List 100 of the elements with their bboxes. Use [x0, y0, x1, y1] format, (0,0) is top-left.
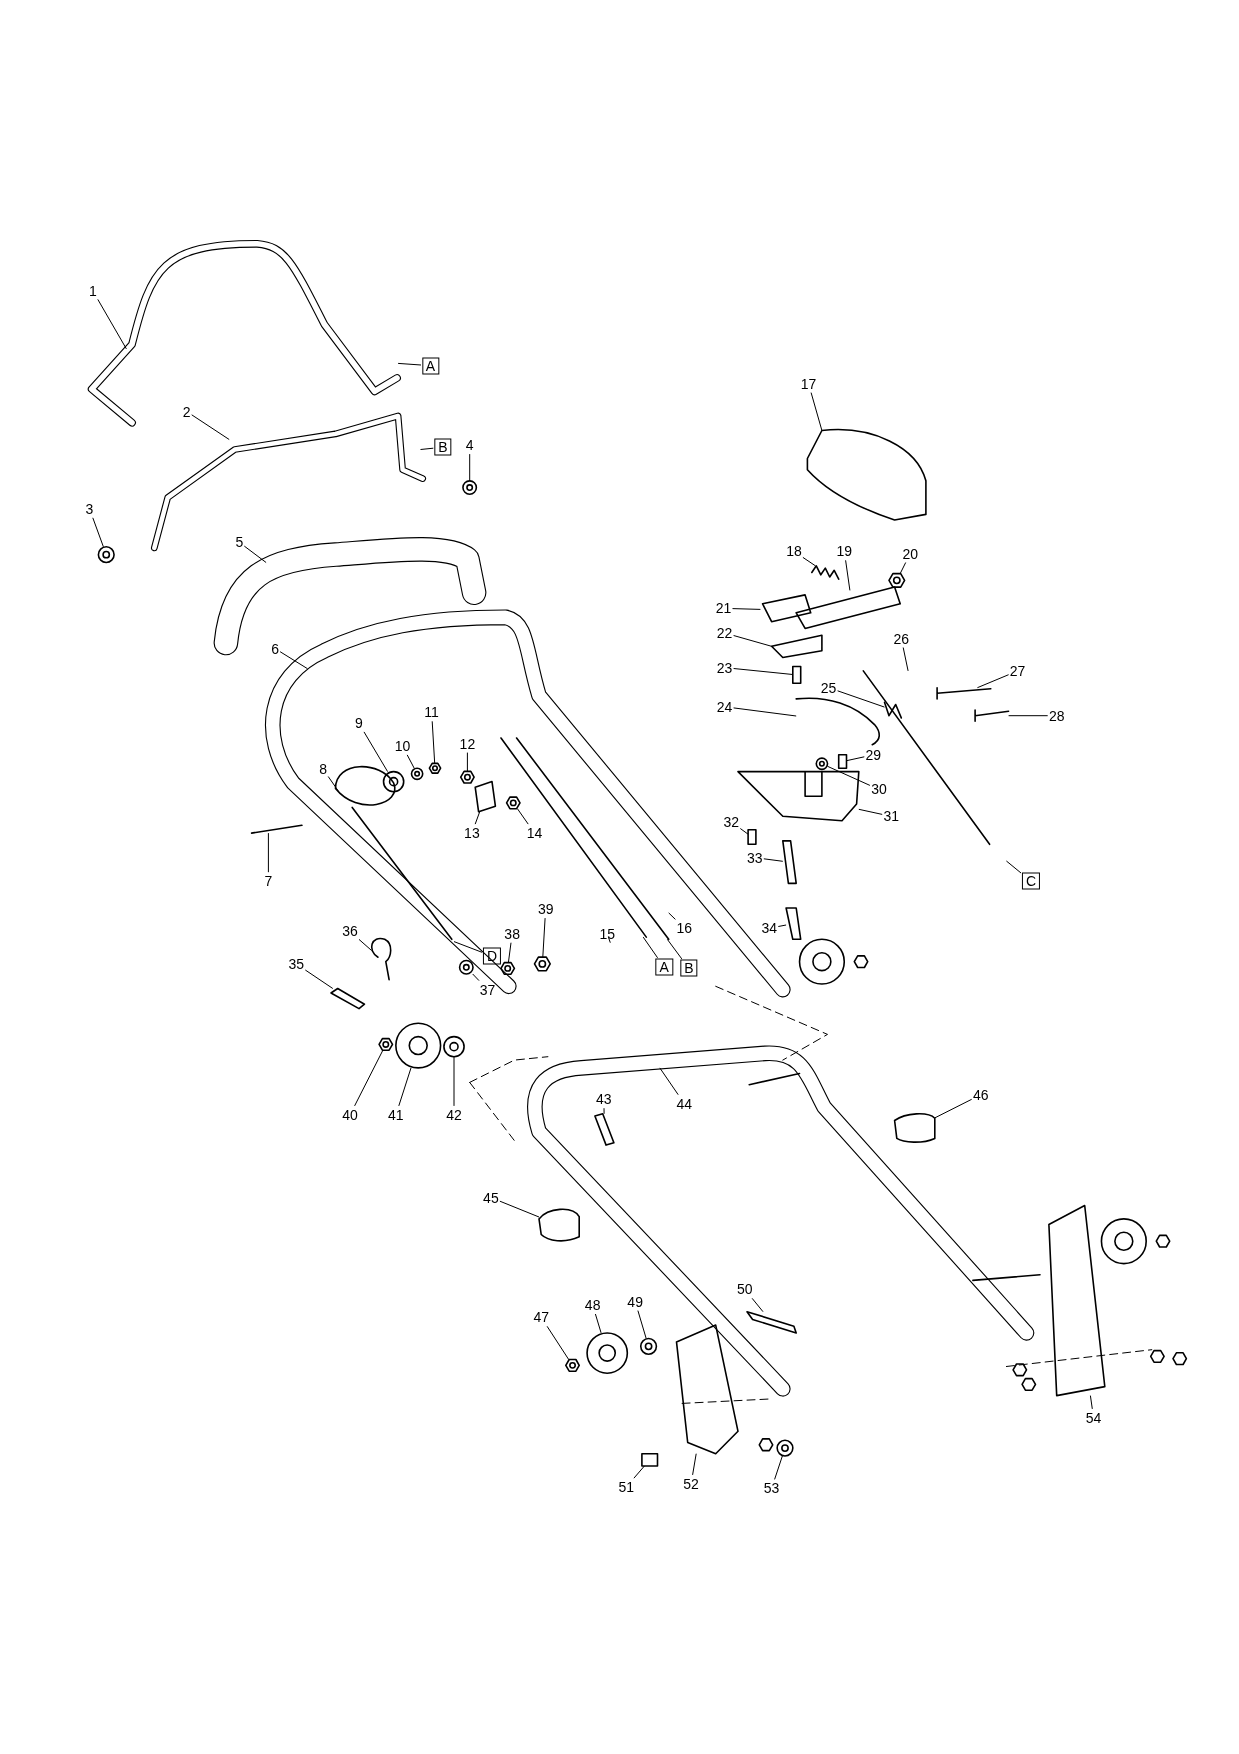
callout-number: 36	[342, 923, 358, 940]
callout-number: 24	[716, 698, 733, 715]
leader-line	[474, 811, 481, 825]
leader-line	[732, 608, 761, 610]
callout-number: 40	[342, 1106, 358, 1123]
nut	[500, 961, 516, 975]
leader-line	[97, 298, 127, 350]
callout-number: 5	[235, 534, 244, 551]
callout-number: 21	[715, 600, 732, 617]
leader-line	[406, 754, 415, 769]
nut	[378, 1037, 394, 1051]
leader-line	[633, 1465, 645, 1479]
leader-line	[739, 828, 749, 835]
callout-number: 47	[533, 1309, 549, 1326]
leader-line	[802, 556, 816, 567]
leader-line	[420, 447, 434, 450]
callout-number: 1	[88, 282, 97, 299]
leader-line	[466, 752, 468, 772]
callout-number: 44	[676, 1095, 693, 1112]
nut	[428, 762, 442, 774]
leader-line	[603, 1107, 605, 1115]
leader-line	[267, 832, 269, 873]
callout-number: 6	[271, 640, 279, 657]
leader-line	[472, 973, 480, 982]
callout-number: 54	[1085, 1409, 1102, 1426]
nut	[565, 1358, 580, 1372]
leader-line	[354, 1049, 384, 1107]
leader-line	[243, 545, 267, 563]
leader-line	[92, 517, 104, 548]
leader-line	[1089, 1395, 1093, 1410]
leader-line	[516, 808, 529, 825]
callout-number: 12	[459, 735, 476, 752]
nut	[459, 770, 475, 784]
bolt	[330, 987, 366, 1010]
leader-line	[858, 808, 883, 815]
leader-line	[327, 776, 340, 793]
washer	[97, 546, 115, 564]
bolt	[746, 1310, 797, 1334]
callout-number: 20	[902, 545, 918, 562]
leader-line	[902, 647, 909, 672]
callout-number: 37	[479, 981, 496, 998]
callout-number: 48	[584, 1296, 601, 1313]
height-plate	[1048, 1204, 1106, 1397]
washer	[410, 767, 424, 781]
callout-number: 41	[388, 1106, 404, 1123]
leader-line	[659, 1067, 679, 1096]
leader-line	[507, 942, 512, 964]
leader-line	[594, 1313, 602, 1334]
nut	[888, 572, 906, 588]
leader-line	[751, 1297, 764, 1313]
spring	[811, 565, 840, 580]
callout-number: 51	[618, 1479, 634, 1496]
leader-line	[692, 1453, 697, 1476]
bolt	[641, 1452, 659, 1467]
leader-line	[453, 1056, 455, 1107]
screw	[837, 754, 848, 769]
screw	[747, 828, 757, 846]
callout-number: 17	[800, 375, 817, 392]
washer	[639, 1337, 658, 1355]
callout-number: 10	[394, 737, 411, 754]
callout-number: 15	[599, 925, 615, 942]
callout-number: 13	[464, 825, 480, 842]
leader-line	[453, 941, 483, 953]
callout-number: 14	[526, 825, 543, 842]
leader-line	[934, 1098, 973, 1119]
leader-line	[846, 756, 865, 762]
bracket	[795, 697, 881, 746]
leader-line	[1005, 860, 1022, 874]
bolt	[974, 709, 1010, 723]
washer	[776, 1439, 794, 1457]
leader-line	[499, 1200, 540, 1218]
callout-number: 27	[1009, 662, 1026, 679]
leader-line	[810, 392, 823, 431]
leader-line	[358, 938, 373, 952]
callout-number: 11	[424, 704, 439, 721]
leader-line	[397, 362, 422, 366]
callout-number: 38	[504, 925, 520, 942]
screw	[792, 665, 802, 684]
bolt	[785, 907, 802, 941]
leader-line	[837, 690, 885, 708]
callout-number: 19	[836, 543, 853, 560]
callout-number: 3	[85, 500, 94, 517]
clip	[893, 1113, 936, 1143]
leader-line	[763, 858, 784, 862]
leader-line	[398, 1067, 412, 1107]
callout-number: 52	[683, 1475, 699, 1492]
callout-number: 18	[786, 543, 802, 560]
callout-number: 16	[676, 920, 693, 937]
clip	[538, 1208, 580, 1242]
pin	[782, 840, 797, 885]
callout-number: 7	[264, 873, 273, 890]
callout-number: 43	[596, 1091, 612, 1108]
adjustment-knob	[395, 1022, 442, 1069]
adjustment-knob	[586, 1332, 629, 1374]
leader-line	[637, 1310, 647, 1339]
leader-line	[733, 707, 797, 717]
callout-number: 26	[893, 630, 910, 647]
control-cable	[862, 670, 991, 846]
callout-number: 53	[763, 1480, 780, 1497]
callout-number: 28	[1048, 707, 1065, 724]
